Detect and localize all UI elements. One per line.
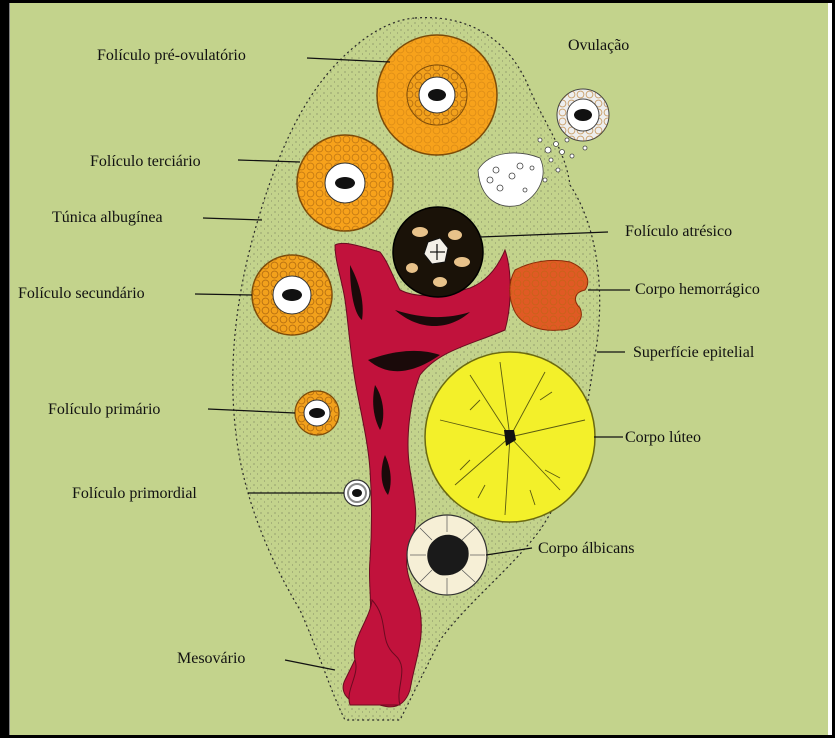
label-atretic-follicle: Folículo atrésico [625,223,732,240]
atretic-follicle [393,207,483,297]
label-corpus-albicans: Corpo álbicans [538,540,634,557]
tertiary-follicle [297,135,393,231]
secondary-follicle [252,255,332,335]
primary-follicle [295,391,339,435]
label-corpus-luteum: Corpo lúteo [625,429,701,446]
label-primordial-follicle: Folículo primordial [72,485,197,502]
corpus-luteum [425,352,595,522]
label-hemorrhagic-body: Corpo hemorrágico [635,281,760,298]
hemorrhagic-body-texture [510,260,588,330]
preovulatory-follicle [377,35,497,155]
label-preovulatory-follicle: Folículo pré-ovulatório [97,47,246,64]
label-tertiary-follicle: Folículo terciário [90,153,201,170]
corpus-albicans [407,515,487,595]
label-secondary-follicle: Folículo secundário [18,285,145,302]
label-mesovarium: Mesovário [177,650,245,667]
label-tunica-albuginea: Túnica albugínea [52,209,163,226]
primordial-follicle [344,480,370,506]
label-primary-follicle: Folículo primário [48,401,160,418]
label-epithelial-surface: Superfície epitelial [633,344,755,361]
ovulation-oocyte [557,89,609,141]
label-ovulation: Ovulação [568,37,629,54]
